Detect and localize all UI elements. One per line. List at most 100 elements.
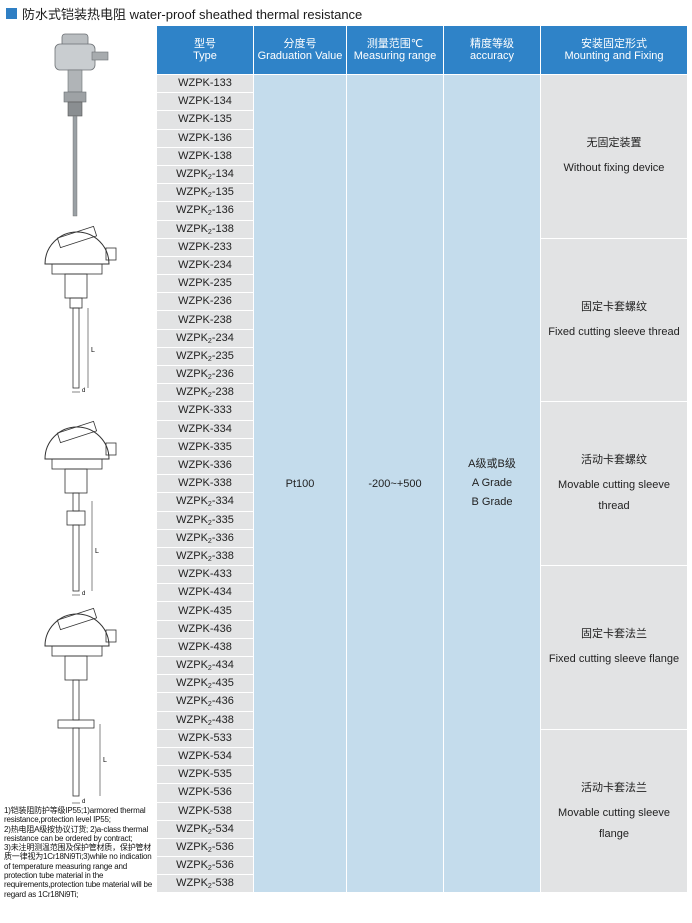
table-row: WZPK2-335	[156, 510, 688, 530]
dim-d-label: d	[82, 591, 85, 597]
type-cell: WZPK2-436	[156, 692, 254, 712]
dim-L-label: L	[95, 548, 99, 555]
table-row: WZPK2-538	[156, 874, 688, 894]
table-row: WZPK2-235	[156, 346, 688, 367]
type-cell: WZPK-435	[156, 601, 254, 621]
table-row: WZPK-536	[156, 783, 688, 803]
type-cell: WZPK-336	[156, 455, 254, 476]
type-cell: WZPK2-238	[156, 383, 254, 403]
left-panel: L d L d L d	[0, 24, 156, 923]
table-row: WZPK-334	[156, 419, 688, 439]
table-row: WZPK-236	[156, 292, 688, 312]
table-row: WZPK2-334	[156, 492, 688, 512]
type-cell: WZPK-335	[156, 437, 254, 457]
type-cell: WZPK-533	[156, 728, 254, 748]
note-1: 1)铠装阻防护等级IP55;1)armored thermal resistan…	[4, 806, 146, 825]
type-cell: WZPK2-338	[156, 546, 254, 567]
table-row: WZPK-234	[156, 255, 688, 276]
type-cell: WZPK-538	[156, 801, 254, 821]
type-cell: WZPK2-538	[156, 874, 254, 894]
type-cell: WZPK2-136	[156, 201, 254, 221]
page-title: 防水式铠装热电阻 water-proof sheathed thermal re…	[6, 4, 362, 22]
type-cell: WZPK-138	[156, 146, 254, 166]
type-cell: WZPK-136	[156, 128, 254, 148]
note-3: 3)未注明测温范围及保护管材质，保护管材质一律视为1Cr18Ni9Ti;3)wh…	[4, 843, 152, 899]
table-row: WZPK2-234	[156, 328, 688, 348]
type-cell: WZPK2-536	[156, 856, 254, 876]
type-cell: WZPK-135	[156, 110, 254, 130]
table-row: WZPK2-438	[156, 710, 688, 730]
type-cell: WZPK2-234	[156, 328, 254, 348]
type-cell: WZPK-133	[156, 73, 254, 94]
table-row: WZPK-336	[156, 455, 688, 476]
table-row: WZPK2-236	[156, 364, 688, 385]
type-cell: WZPK2-135	[156, 183, 254, 203]
table-row: WZPK-138	[156, 146, 688, 166]
type-cell: WZPK-536	[156, 783, 254, 803]
type-cell: WZPK-438	[156, 637, 254, 658]
type-cell: WZPK2-534	[156, 819, 254, 839]
type-cell: WZPK-433	[156, 565, 254, 585]
table-row: WZPK2-135	[156, 183, 688, 203]
type-cell: WZPK-333	[156, 401, 254, 421]
title-text: 防水式铠装热电阻 water-proof sheathed thermal re…	[22, 6, 363, 22]
type-cell: WZPK2-134	[156, 164, 254, 185]
range-cell: -200~+500	[346, 73, 444, 894]
type-cell: WZPK2-438	[156, 710, 254, 730]
table-row: WZPK2-138	[156, 219, 688, 239]
type-cell: WZPK2-235	[156, 346, 254, 367]
table-row: WZPK2-536	[156, 837, 688, 858]
table-row: WZPK-435	[156, 601, 688, 621]
dim-d-label: d	[82, 799, 85, 805]
table-row: WZPK-338	[156, 474, 688, 494]
type-cell: WZPK-234	[156, 255, 254, 276]
table-row: WZPK2-338	[156, 546, 688, 567]
notes: 1)铠装阻防护等级IP55;1)armored thermal resistan…	[4, 806, 154, 899]
dim-L-label: L	[103, 757, 107, 764]
table-row: WZPK2-336	[156, 528, 688, 548]
table-row: WZPK-135	[156, 110, 688, 130]
note-2: 2)热电阻A级按协议订货; 2)a-class thermal resistan…	[4, 824, 149, 843]
type-cell: WZPK2-336	[156, 528, 254, 548]
table-row: WZPK-235	[156, 274, 688, 294]
table-row: WZPK2-436	[156, 692, 688, 712]
type-cell: WZPK2-138	[156, 219, 254, 239]
type-cell: WZPK-434	[156, 583, 254, 603]
type-cell: WZPK2-236	[156, 364, 254, 385]
type-cell: WZPK2-334	[156, 492, 254, 512]
type-cell: WZPK-238	[156, 310, 254, 330]
type-cell: WZPK-436	[156, 619, 254, 639]
type-cell: WZPK2-434	[156, 655, 254, 676]
type-cell: WZPK2-435	[156, 674, 254, 694]
type-cell: WZPK-534	[156, 746, 254, 767]
type-cell: WZPK-338	[156, 474, 254, 494]
table-row: WZPK-335	[156, 437, 688, 457]
table-row: WZPK2-435	[156, 674, 688, 694]
table-row: WZPK-136	[156, 128, 688, 148]
dim-d-label: d	[82, 388, 85, 394]
table-row: WZPK2-136	[156, 201, 688, 221]
title-square-icon	[6, 7, 17, 19]
type-cell: WZPK-233	[156, 237, 254, 257]
table-row: WZPK-538	[156, 801, 688, 821]
type-cell: WZPK-334	[156, 419, 254, 439]
table-row: WZPK-238	[156, 310, 688, 330]
table-row: WZPK-434	[156, 583, 688, 603]
drawing-movable-thread: L d	[44, 420, 117, 597]
